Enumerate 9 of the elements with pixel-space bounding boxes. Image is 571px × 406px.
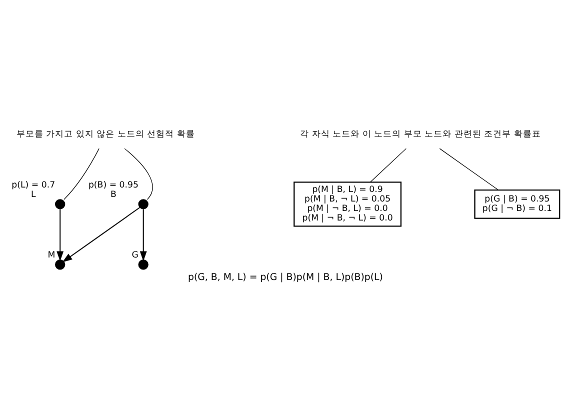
node-label: p(B) = 0.95: [88, 180, 139, 191]
node-label: L: [30, 190, 36, 200]
node-label: p(L) = 0.7: [12, 180, 56, 191]
node-label: M: [48, 250, 56, 260]
node-label: B: [110, 190, 116, 200]
node-label: G: [132, 250, 138, 260]
node-text: 부모를 가지고 있지 않은 노드의 선험적 확률: [16, 129, 195, 140]
caption: p(G, B, M, L) = p(G | B)p(M | B, L)p(B)p(L): [188, 272, 383, 284]
node-text: 각 자식 노드와 이 노드의 부모 노드와 관련된 조건부 확률표: [300, 129, 541, 140]
